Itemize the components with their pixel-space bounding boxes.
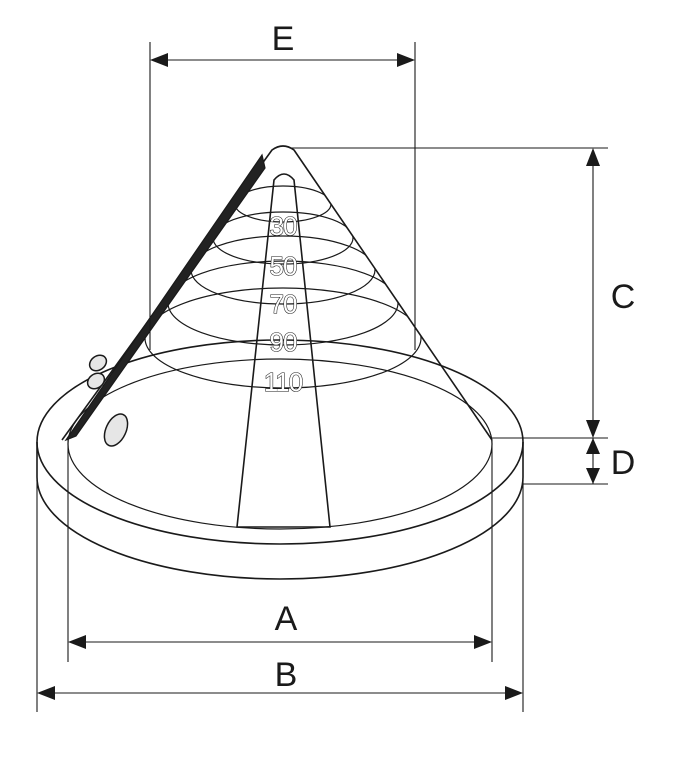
scale-label-4: 90 — [270, 327, 297, 357]
dimension-a: A — [67, 440, 493, 662]
scale-label-1: 30 — [270, 211, 297, 241]
dimension-label-b: B — [275, 656, 298, 694]
knob-icon — [88, 354, 108, 372]
dimension-label-c: C — [611, 278, 636, 316]
knob-icon — [86, 372, 106, 390]
scale-label-3: 70 — [270, 289, 297, 319]
scale-strip — [236, 173, 331, 528]
dimension-c: C — [290, 147, 636, 439]
dimension-e: E — [149, 20, 416, 350]
dimension-label-d: D — [611, 444, 636, 482]
dimension-label-a: A — [275, 600, 298, 638]
knob-icon — [103, 413, 129, 447]
scale-label-2: 50 — [270, 251, 297, 281]
scale-labels: 30 50 70 90 110 — [263, 210, 304, 397]
dimension-label-e: E — [272, 20, 295, 58]
dimension-d: D — [523, 438, 636, 485]
dimension-b: B — [36, 480, 524, 712]
blade — [64, 153, 266, 447]
scale-label-5: 110 — [264, 367, 303, 397]
